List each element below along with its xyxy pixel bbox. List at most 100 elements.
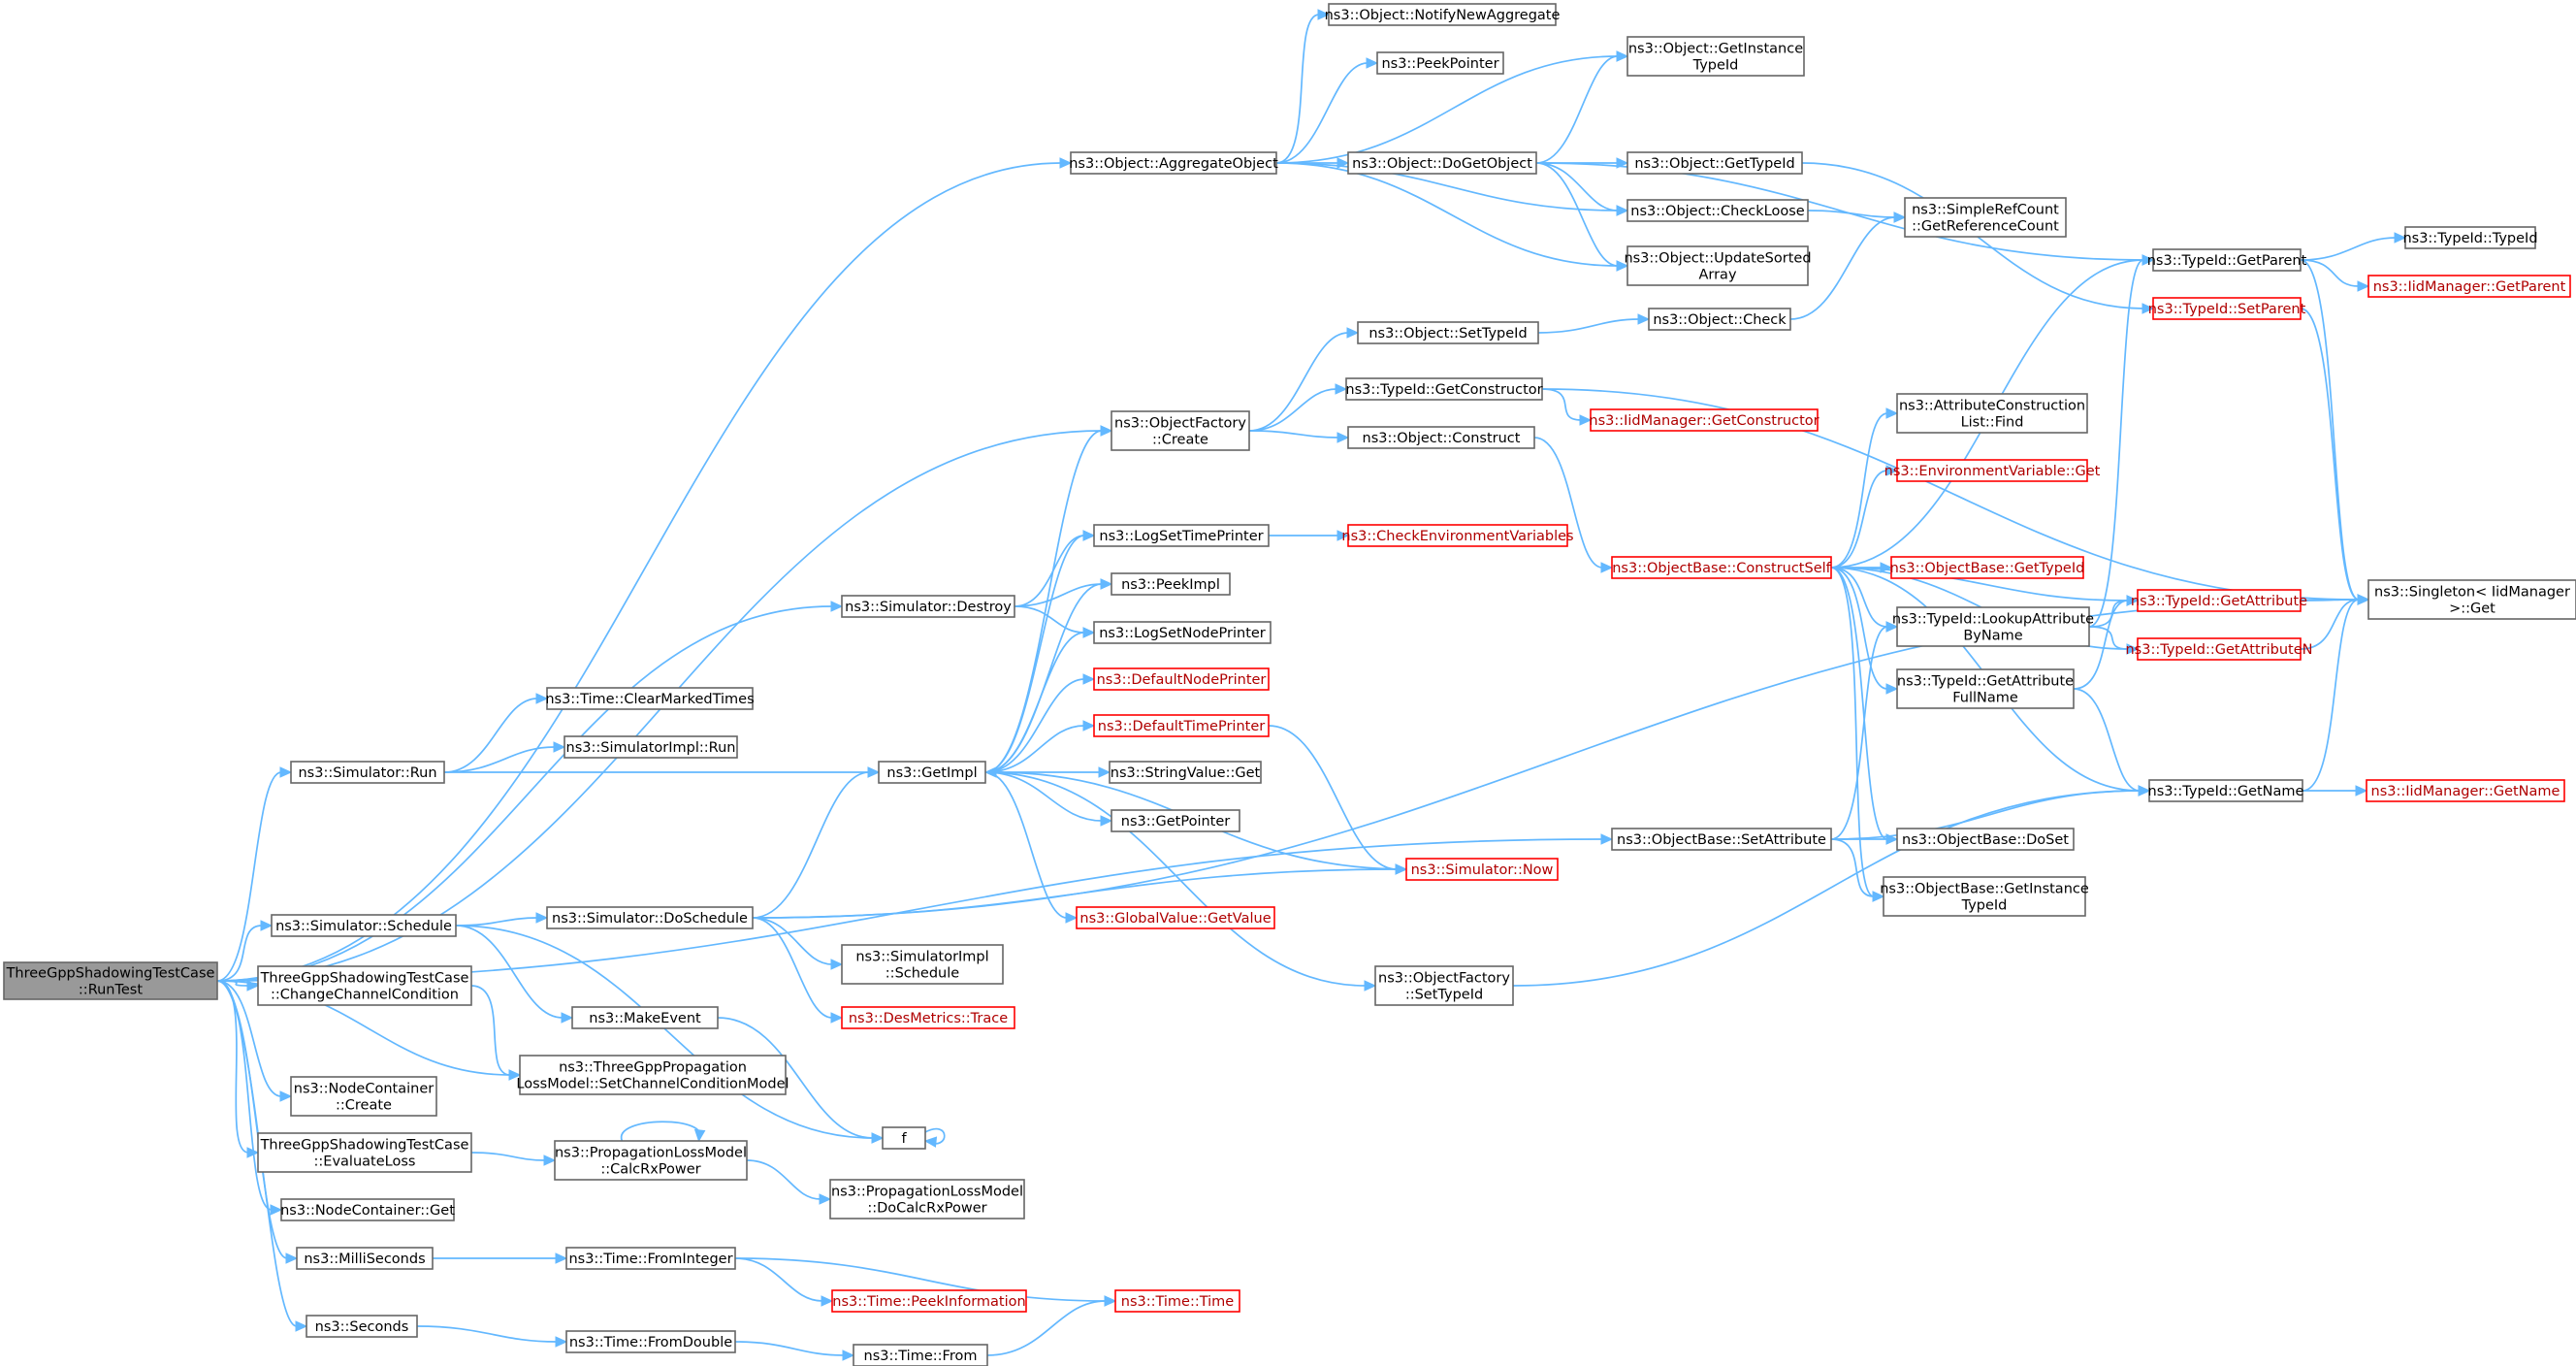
node-ncget[interactable]: ns3::NodeContainer::Get [280, 1198, 455, 1221]
node-tidgetattrn[interactable]: ns3::TypeId::GetAttributeN [2125, 637, 2313, 661]
node-nccreate[interactable]: ns3::NodeContainer::Create [290, 1076, 437, 1117]
node-box [2367, 579, 2576, 620]
node-checkloose[interactable]: ns3::Object::CheckLoose [1626, 199, 1809, 222]
node-notify[interactable]: ns3::Object::NotifyNewAggregate [1325, 3, 1561, 26]
arrowhead-icon [2357, 594, 2370, 605]
node-box [2366, 779, 2565, 802]
node-tidgetname[interactable]: ns3::TypeId::GetName [2148, 779, 2304, 802]
node-ofsettypeid[interactable]: ns3::ObjectFactory::SetTypeId [1374, 965, 1514, 1006]
node-simschedule[interactable]: ns3::Simulator::Schedule [271, 914, 457, 937]
edge-settypeid-to-check [1537, 313, 1651, 334]
node-getpointer[interactable]: ns3::GetPointer [1111, 809, 1240, 832]
node-clearmarked[interactable]: ns3::Time::ClearMarkedTimes [545, 687, 755, 710]
node-envget[interactable]: ns3::EnvironmentVariable::Get [1884, 459, 2101, 482]
node-setchanmodel[interactable]: ns3::ThreeGppPropagationLossModel::SetCh… [516, 1055, 789, 1095]
node-gettypeid[interactable]: ns3::Object::GetTypeId [1626, 151, 1803, 175]
edge-constructself-to-envget [1830, 465, 1899, 569]
node-check[interactable]: ns3::Object::Check [1648, 308, 1791, 331]
node-root[interactable]: ThreeGppShadowingTestCase::RunTest [3, 961, 218, 1000]
node-box [1347, 524, 1568, 547]
node-label: ByName [1963, 629, 2022, 644]
node-strvalget[interactable]: ns3::StringValue::Get [1109, 761, 1262, 784]
node-label: TypeId [1961, 898, 2008, 914]
node-globalval[interactable]: ns3::GlobalValue::GetValue [1076, 906, 1275, 929]
node-fromdouble[interactable]: ns3::Time::FromDouble [565, 1330, 736, 1353]
node-box [1347, 151, 1537, 175]
node-simnow[interactable]: ns3::Simulator::Now [1405, 858, 1559, 881]
node-doschedule[interactable]: ns3::Simulator::DoSchedule [546, 906, 754, 929]
node-singleton[interactable]: ns3::Singleton< IidManager >::Get [2367, 579, 2576, 620]
node-changechan[interactable]: ThreeGppShadowingTestCase::ChangeChannel… [257, 965, 472, 1006]
edge-line [1248, 332, 1349, 432]
node-destrace[interactable]: ns3::DesMetrics::Trace [841, 1006, 1015, 1029]
node-logsettime[interactable]: ns3::LogSetTimePrinter [1093, 524, 1270, 547]
node-simplerc[interactable]: ns3::SimpleRefCount::GetReferenceCount [1904, 197, 2067, 238]
node-peekptr[interactable]: ns3::PeekPointer [1376, 51, 1504, 75]
node-obsetattr[interactable]: ns3::ObjectBase::SetAttribute [1611, 828, 1832, 851]
node-fromint[interactable]: ns3::Time::FromInteger [565, 1247, 736, 1270]
node-calcrx[interactable]: ns3::PropagationLossModel::CalcRxPower [554, 1140, 748, 1181]
node-makeevent[interactable]: ns3::MakeEvent [571, 1006, 719, 1029]
node-simimplrun[interactable]: ns3::SimulatorImpl::Run [564, 735, 738, 759]
node-logsetnode[interactable]: ns3::LogSetNodePrinter [1093, 621, 1272, 644]
edge-simschedule-to-makeevent [455, 925, 574, 1024]
arrowhead-icon [983, 766, 997, 778]
node-obgettypeid[interactable]: ns3::ObjectBase::GetTypeId [1890, 556, 2085, 579]
edge-line [216, 980, 282, 1097]
arrowhead-icon [1336, 432, 1350, 443]
node-aggobj[interactable]: ns3::Object::AggregateObject [1069, 151, 1278, 175]
arrowhead-icon [1100, 578, 1113, 590]
node-tidgetparent[interactable]: ns3::TypeId::GetParent [2147, 248, 2307, 272]
node-deftime[interactable]: ns3::DefaultTimePrinter [1093, 714, 1270, 737]
node-millis[interactable]: ns3::MilliSeconds [296, 1247, 434, 1270]
node-iidgetctor[interactable]: ns3::IidManager::GetConstructor [1589, 408, 1819, 432]
node-timefrom[interactable]: ns3::Time::From [853, 1344, 988, 1366]
node-box [831, 1289, 1027, 1313]
node-iidgetname[interactable]: ns3::IidManager::GetName [2366, 779, 2565, 802]
node-obdoset[interactable]: ns3::ObjectBase::DoSet [1896, 828, 2075, 851]
node-peekinfo[interactable]: ns3::Time::PeekInformation [831, 1289, 1027, 1313]
node-docalcrx[interactable]: ns3::PropagationLossModel::DoCalcRxPower [829, 1179, 1025, 1220]
arrowhead-icon [1065, 912, 1079, 924]
node-constructself[interactable]: ns3::ObjectBase::ConstructSelf [1611, 556, 1832, 579]
node-tidgetattr[interactable]: ns3::TypeId::GetAttribute [2131, 589, 2307, 612]
node-seconds[interactable]: ns3::Seconds [306, 1315, 418, 1338]
node-ofcreate[interactable]: ns3::ObjectFactory::Create [1111, 410, 1250, 451]
node-simdestroy[interactable]: ns3::Simulator::Destroy [841, 595, 1015, 618]
node-box [1611, 828, 1832, 851]
node-checkenv[interactable]: ns3::CheckEnvironmentVariables [1341, 524, 1574, 547]
node-tidtypeid[interactable]: ns3::TypeId::TypeId [2402, 226, 2538, 249]
node-objconstruct[interactable]: ns3::Object::Construct [1347, 426, 1535, 449]
node-getimpl[interactable]: ns3::GetImpl [878, 761, 986, 784]
node-simimplsched[interactable]: ns3::SimulatorImpl::Schedule [841, 944, 1004, 985]
edge-gettypeid-to-tidsetparent [1801, 162, 2155, 314]
node-tidsetparent[interactable]: ns3::TypeId::SetParent [2148, 297, 2306, 320]
edge-line [470, 1152, 546, 1161]
edge-dogetobj-to-checkloose [1535, 162, 1629, 216]
node-peekimpl[interactable]: ns3::PeekImpl [1111, 572, 1231, 596]
edge-simrun-to-getimpl [444, 766, 881, 778]
node-timetime[interactable]: ns3::Time::Time [1114, 1289, 1240, 1313]
node-evalloss[interactable]: ThreeGppShadowingTestCase::EvaluateLoss [257, 1132, 472, 1173]
arrowhead-icon [2394, 232, 2407, 244]
edge-getimpl-to-ofsettypeid [984, 771, 1377, 992]
node-dogetobj[interactable]: ns3::Object::DoGetObject [1347, 151, 1537, 175]
node-f[interactable]: f [882, 1126, 926, 1150]
node-layer: ThreeGppShadowingTestCase::RunTest ns3::O… [3, 3, 2576, 1366]
edge-line [2088, 626, 2129, 650]
edge-line [1512, 790, 2141, 987]
node-simrun[interactable]: ns3::Simulator::Run [290, 761, 445, 784]
node-box [1093, 621, 1272, 644]
node-label: ns3::SimulatorImpl [855, 950, 988, 965]
node-settypeid[interactable]: ns3::Object::SetTypeId [1357, 321, 1539, 344]
node-iidgetparent[interactable]: ns3::IidManager::GetParent [2367, 275, 2571, 298]
arrowhead-icon [2126, 643, 2140, 655]
node-defnode[interactable]: ns3::DefaultNodePrinter [1093, 667, 1270, 691]
node-getctor[interactable]: ns3::TypeId::GetConstructor [1345, 377, 1543, 401]
